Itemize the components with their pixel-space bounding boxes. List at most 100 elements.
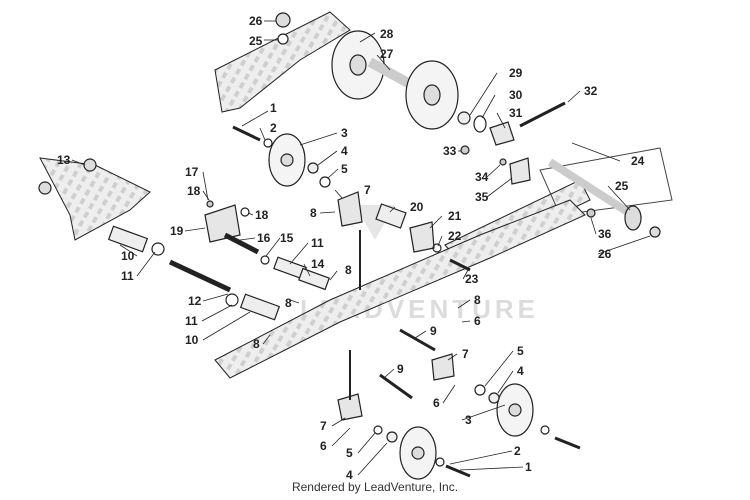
callout-7-mid: 7 (462, 347, 469, 361)
washer-22 (432, 243, 442, 253)
callout-14: 14 (311, 257, 325, 271)
callout-8-a: 8 (345, 263, 352, 277)
left-rail (39, 157, 151, 241)
callout-22: 22 (448, 229, 462, 243)
sprocket-25 (624, 205, 642, 231)
sleeve-10-a (107, 225, 149, 253)
callout-4-low: 4 (346, 468, 353, 482)
bolt-17 (206, 200, 214, 208)
washer-2-right (540, 425, 550, 435)
arm-19 (204, 204, 241, 243)
callout-3-top: 3 (341, 126, 348, 140)
ring-15 (260, 255, 270, 265)
shaft-16 (223, 232, 260, 255)
callout-33: 33 (443, 144, 457, 158)
lower-rail (214, 199, 586, 379)
nut-34 (499, 158, 507, 166)
callout-31: 31 (509, 106, 523, 120)
callout-2-top: 2 (270, 121, 277, 135)
callout-12: 12 (188, 294, 202, 308)
callout-17: 17 (185, 165, 199, 179)
idler-wheel-assembly (275, 12, 566, 146)
spacer-5-top (319, 176, 331, 188)
left-shafts (38, 158, 330, 321)
callout-6-b: 6 (433, 396, 440, 410)
callout-34: 34 (475, 170, 489, 184)
callout-24: 24 (631, 154, 645, 168)
spacer-5-low (373, 425, 383, 435)
callout-1-top: 1 (270, 101, 277, 115)
callout-11-b: 11 (121, 269, 134, 283)
cap-13-a (83, 158, 97, 172)
bearing-4-right (488, 392, 500, 404)
callout-7-top: 7 (364, 183, 371, 197)
cap-13-b (38, 181, 52, 195)
bolt-9-b (379, 373, 413, 400)
callout-11-c: 11 (185, 314, 198, 328)
washer-2-top (263, 138, 273, 148)
callout-27: 27 (380, 47, 394, 61)
callout-32: 32 (584, 84, 598, 98)
bolt-9-a (399, 328, 436, 352)
shaft-12 (168, 259, 232, 293)
callout-18-left: 18 (187, 184, 201, 198)
callout-25-right: 25 (615, 179, 629, 193)
callout-15: 15 (280, 231, 294, 245)
callout-2-low: 2 (514, 444, 521, 458)
callout-18-right: 18 (255, 208, 269, 222)
right-axle-parts (460, 145, 661, 238)
bogie-wheel-upper (232, 125, 331, 188)
nut-26-top (275, 12, 291, 28)
callout-23: 23 (465, 272, 479, 286)
washer-2-low (435, 457, 445, 467)
callout-19: 19 (170, 224, 184, 238)
callout-36: 36 (598, 227, 612, 241)
credit-text: Rendered by LeadVenture, Inc. (291, 480, 459, 494)
callout-26-right: 26 (598, 247, 612, 261)
callout-6-low: 6 (320, 439, 327, 453)
callout-28: 28 (380, 27, 394, 41)
bolt-1-top (232, 125, 261, 142)
snap-ring-30 (473, 115, 487, 133)
callout-16: 16 (257, 231, 271, 245)
callout-5-right: 5 (517, 344, 524, 358)
bolt-23 (449, 258, 471, 272)
callout-7-low: 7 (320, 419, 327, 433)
cap-26 (649, 226, 661, 238)
callout-8-c: 8 (285, 296, 292, 310)
callout-11-a: 11 (311, 236, 324, 250)
callout-21: 21 (448, 209, 462, 223)
mount-35 (509, 157, 531, 185)
center-parts (337, 191, 471, 421)
block-21 (409, 221, 435, 253)
bracket-7-mid (431, 353, 455, 381)
callout-25-top: 25 (249, 34, 263, 48)
callout-29: 29 (509, 66, 523, 80)
lower-wheels (373, 383, 581, 480)
callout-1-low: 1 (525, 460, 532, 474)
ring-11-a (151, 242, 165, 256)
spacer-5-right (474, 384, 486, 396)
bolt-32 (519, 101, 566, 128)
ring-11-b (225, 293, 239, 307)
callout-35: 35 (475, 190, 489, 204)
nut-36 (586, 208, 596, 218)
callout-6-a: 6 (474, 314, 481, 328)
callout-9-a: 9 (430, 324, 437, 338)
callout-8-d: 8 (474, 293, 481, 307)
sleeve-10-b (239, 293, 281, 321)
callout-26-top: 26 (249, 14, 263, 28)
callout-8-e: 8 (253, 337, 260, 351)
sleeve-14 (298, 267, 330, 291)
callout-9-b: 9 (397, 362, 404, 376)
nut-33 (460, 145, 470, 155)
bolt-1-low (445, 464, 471, 478)
callout-4-top: 4 (341, 144, 348, 158)
axle-24 (547, 158, 643, 224)
bearing-4-low (386, 431, 398, 443)
leader-lines (71, 20, 651, 476)
bracket-7-top (337, 191, 363, 227)
callout-30: 30 (509, 88, 523, 102)
callout-labels: 26 25 28 27 1 2 3 4 5 29 30 31 32 33 34 … (57, 14, 645, 482)
